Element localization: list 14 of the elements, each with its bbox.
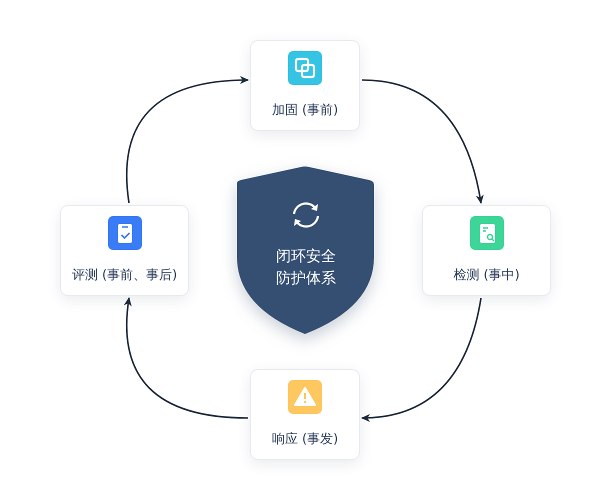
step-label: 加固 (事前) (272, 102, 338, 119)
step-label: 检测 (事中) (453, 267, 520, 284)
step-card (250, 40, 360, 131)
shield-title: 闭环安全防护体系 (275, 246, 337, 289)
arrow (362, 79, 484, 204)
shield (237, 167, 374, 334)
arrow (126, 76, 249, 204)
arrow (361, 298, 482, 422)
step-label: 评测 (事前、事后) (72, 267, 178, 284)
step-label: 响应 (事发) (272, 431, 338, 448)
step-card (250, 369, 360, 460)
step-card (422, 205, 551, 296)
arrow (124, 297, 248, 419)
step-card (60, 205, 189, 296)
